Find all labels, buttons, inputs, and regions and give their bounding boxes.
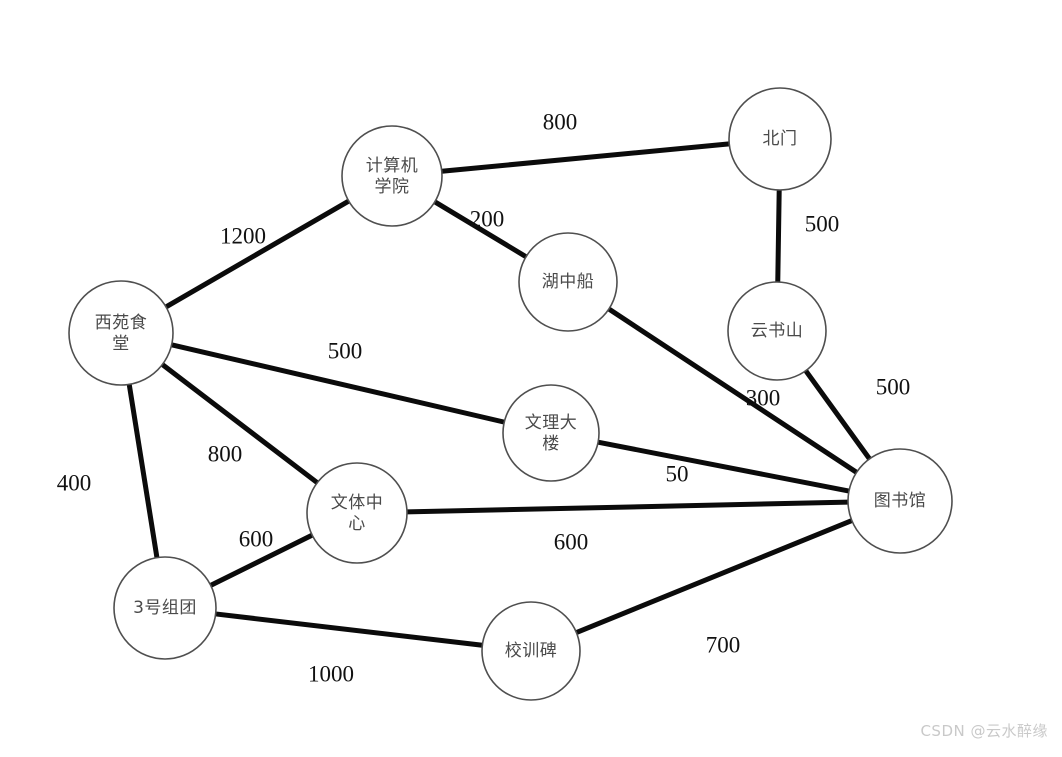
- node-label-xiyuan: 堂: [112, 334, 130, 354]
- graph-edge-wentizhongxin-sanhaozutuan: [208, 532, 315, 588]
- edge-weight-xiyuan-sanhaozutuan: 400: [57, 470, 92, 495]
- edge-weights-layer: 800 1200 200 500 500 300 500 800 400 50 600 600 1000…: [57, 109, 911, 686]
- graph-edge-xiyuan-sanhaozutuan: [126, 381, 160, 561]
- graph-edge-xiaoxunbei-tushuguan: [573, 518, 855, 636]
- node-label-wenlidalou: 文理大: [525, 413, 578, 433]
- graph-edge-beimen-yunshushan: [775, 187, 782, 285]
- node-label-sanhaozutuan: 3号组团: [133, 598, 197, 618]
- node-label-beimen: 北门: [763, 129, 798, 149]
- graph-edge-xiyuan-wentizhongxin: [159, 362, 320, 486]
- graph-node-tushuguan[interactable]: 图书馆: [847, 448, 953, 554]
- graph-edge-xiyuan-wenlidalou: [169, 342, 507, 425]
- node-circle-tushuguan[interactable]: [847, 448, 953, 554]
- edge-weight-sanhaozutuan-xiaoxunbei: 1000: [308, 661, 354, 686]
- graph-node-beimen[interactable]: 北门: [728, 87, 832, 191]
- graph-edge-huzhongchuan-tushuguan: [606, 306, 860, 475]
- node-circle-huzhongchuan[interactable]: [518, 232, 618, 332]
- edge-weight-yunshushan-tushuguan: 500: [876, 374, 911, 399]
- graph-edge-sanhaozutuan-xiaoxunbei: [213, 611, 485, 648]
- node-circle-beimen[interactable]: [728, 87, 832, 191]
- node-circle-wenlidalou[interactable]: [502, 384, 600, 482]
- graph-edge-jisuanji-huzhongchuan: [432, 199, 529, 260]
- edge-weight-xiyuan-wenlidalou: 500: [328, 338, 363, 363]
- watermark: CSDN @云水醉缘: [920, 722, 1048, 740]
- edge-weight-wenlidalou-tushuguan: 50: [666, 461, 689, 486]
- node-label-huzhongchuan: 湖中船: [542, 272, 595, 292]
- node-circle-xiyuan[interactable]: [68, 280, 174, 386]
- node-label-wentizhongxin: 心: [348, 514, 366, 534]
- node-label-tushuguan: 图书馆: [874, 491, 927, 511]
- edge-weight-jisuanji-huzhongchuan: 200: [470, 206, 505, 231]
- node-circle-xiaoxunbei[interactable]: [481, 601, 581, 701]
- node-circle-sanhaozutuan[interactable]: [113, 556, 217, 660]
- graph-edge-jisuanji-beimen: [439, 141, 732, 174]
- edge-weight-jisuanji-beimen: 800: [543, 109, 578, 134]
- edge-weight-beimen-yunshushan: 500: [805, 211, 840, 236]
- graph-edge-wenlidalou-tushuguan: [595, 439, 852, 494]
- edge-weight-wentizhongxin-sanhaozutuan: 600: [239, 526, 274, 551]
- node-label-wenlidalou: 楼: [542, 434, 560, 454]
- edges-layer: [126, 141, 873, 648]
- edge-weight-huzhongchuan-tushuguan: 300: [746, 385, 781, 410]
- node-label-jisuanji: 计算机: [366, 156, 419, 176]
- graph-node-sanhaozutuan[interactable]: 3号组团: [113, 556, 217, 660]
- graph-node-yunshushan[interactable]: 云书山: [727, 281, 827, 381]
- graph-node-xiaoxunbei[interactable]: 校训碑: [481, 601, 581, 701]
- node-circle-wentizhongxin[interactable]: [306, 462, 408, 564]
- edge-weight-xiyuan-wentizhongxin: 800: [208, 441, 243, 466]
- graph-edge-yunshushan-tushuguan: [803, 368, 873, 462]
- edge-weight-xiaoxunbei-tushuguan: 700: [706, 632, 741, 657]
- node-circle-yunshushan[interactable]: [727, 281, 827, 381]
- edge-weight-wentizhongxin-tushuguan: 600: [554, 529, 589, 554]
- node-label-xiyuan: 西苑食: [95, 313, 148, 333]
- graph-node-huzhongchuan[interactable]: 湖中船: [518, 232, 618, 332]
- graph-edge-wentizhongxin-tushuguan: [404, 499, 851, 515]
- node-label-wentizhongxin: 文体中: [331, 493, 384, 513]
- node-label-xiaoxunbei: 校训碑: [505, 641, 558, 661]
- node-label-yunshushan: 云书山: [751, 321, 804, 341]
- graph-edge-jisuanji-xiyuan: [163, 198, 352, 310]
- edge-weight-jisuanji-xiyuan: 1200: [220, 223, 266, 248]
- node-label-jisuanji: 学院: [375, 177, 410, 197]
- node-circle-jisuanji[interactable]: [341, 125, 443, 227]
